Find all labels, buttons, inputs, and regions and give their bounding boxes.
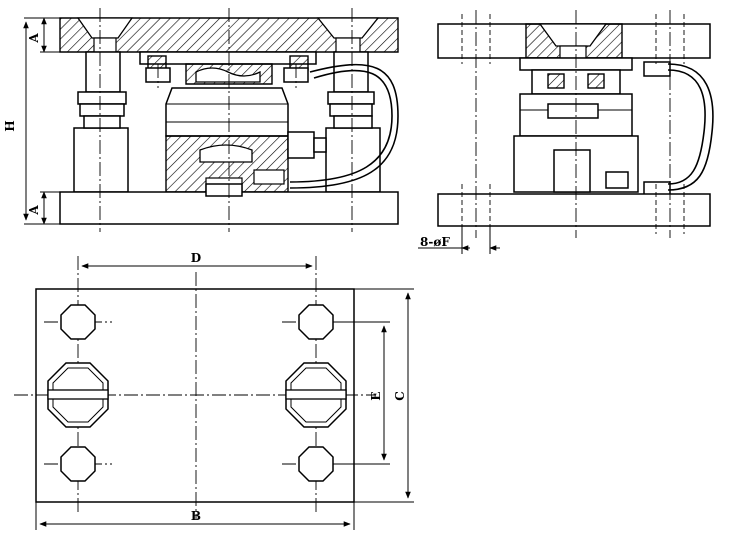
plan-bolt-top-right [298,304,334,340]
front-top-countersink-left [76,17,134,39]
dim-label-holes: 8-øF [420,235,450,249]
plan-view: D B C E [14,251,414,530]
side-view: 8-øF [418,10,714,254]
dim-label-E: E [369,391,383,400]
dim-label-H: H [3,120,17,131]
side-base-plate [437,193,711,227]
dim-label-B: B [191,509,201,523]
dim-label-C: C [393,391,407,401]
dim-label-D: D [191,251,201,265]
front-left-pillar-upper [85,51,121,93]
front-cable [289,63,399,189]
front-cable-gland [287,131,315,159]
front-left-pillar-lower [73,127,129,193]
front-top-countersink-right [316,17,380,39]
front-right-pillar-lower [325,127,381,193]
dim-label-A-bottom: A [27,205,41,216]
plan-bolt-top-left [60,304,96,340]
plan-bolt-bottom-left [60,446,96,482]
dim-label-A-top: A [27,33,41,44]
front-view: H A A [3,8,399,232]
front-load-cell [165,87,289,137]
plan-bolt-bottom-right [298,446,334,482]
side-cable [667,63,714,191]
